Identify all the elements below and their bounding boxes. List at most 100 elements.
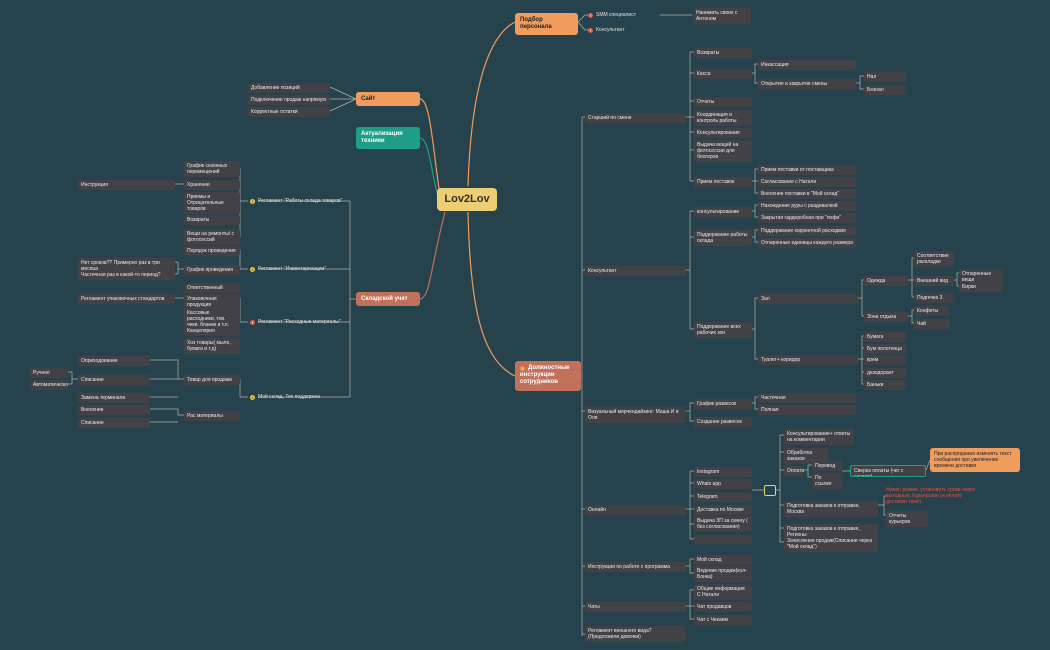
vm-sub[interactable]: Частичная: [758, 393, 856, 403]
online-right-item[interactable]: Обработка заказов: [784, 448, 828, 464]
shift-item[interactable]: Координация и контроль работы: [694, 110, 752, 126]
branch-warehouse[interactable]: Складской учет: [356, 292, 420, 306]
odezhda-item[interactable]: Соответствие раскладке: [914, 251, 954, 267]
branch-equipment[interactable]: Актуализация техники: [356, 127, 420, 149]
site-item[interactable]: Добавление позиций: [248, 83, 330, 93]
cons-b-item[interactable]: Поддержание корректной расходкие: [758, 226, 856, 236]
manual-item[interactable]: Автоматическое: [30, 380, 68, 390]
warehouse-reg1[interactable]: !Регламент "Работы склада товаров": [250, 197, 350, 205]
duties-programs[interactable]: Инструкции по работе с программа: [585, 562, 686, 572]
reg3-sub[interactable]: Регламент упаковочных стандартов: [78, 294, 175, 304]
cash-item[interactable]: Инкассация: [758, 60, 856, 70]
shift-item[interactable]: Выдача вещей на фотосессии для блогеров: [694, 140, 752, 162]
toilet-item[interactable]: Бумага: [864, 332, 906, 342]
vid-item[interactable]: Бирки: [959, 282, 1003, 292]
reg3-item[interactable]: Кассовые расходники, тов. чеки, бланки и…: [184, 308, 240, 330]
toilet-item[interactable]: Баньки: [864, 380, 906, 390]
toilet-item[interactable]: Бум полотенца: [864, 344, 906, 354]
online-warning[interactable]: Нужен режим, установить сроки через выхо…: [886, 487, 976, 505]
online-item[interactable]: Instagram: [694, 467, 752, 477]
central-topic[interactable]: Lov2Lov: [437, 188, 497, 211]
duties-consultant[interactable]: Консультант: [585, 266, 686, 276]
vm-sub[interactable]: Полная: [758, 405, 856, 415]
online-group-bracket[interactable]: [764, 485, 776, 496]
shift-item[interactable]: Касса: [694, 69, 752, 79]
cons-zal[interactable]: Зал: [758, 294, 858, 304]
odezhda-item[interactable]: Подгечка 3: [914, 293, 954, 303]
duties-chats[interactable]: Чаты: [585, 602, 686, 612]
reg2-item[interactable]: График проведения: [184, 265, 240, 275]
cons-b-item[interactable]: Отпаренные единицы каждого размера: [758, 238, 856, 248]
online-item[interactable]: [694, 535, 752, 544]
online-right-item[interactable]: Оплата: [784, 466, 804, 476]
rest-item[interactable]: Чай: [914, 319, 950, 329]
goods-item[interactable]: Списание: [78, 375, 150, 385]
odezhda-item[interactable]: Внешний вид: [914, 276, 954, 286]
shift-item[interactable]: Отчеты: [694, 97, 752, 107]
programs-item[interactable]: Ведение продаж(кол-Бонка): [694, 566, 752, 582]
toilet-item[interactable]: дезодорант: [864, 368, 906, 378]
cons-a-item[interactable]: Нахождение руры с раздевалкой: [758, 201, 856, 211]
programs-item[interactable]: Мой склад: [694, 555, 752, 565]
materials-item[interactable]: Внесение: [78, 405, 150, 415]
pay-item[interactable]: По ссылке: [812, 473, 842, 489]
supply-item[interactable]: Прием поставки от поставщика: [758, 165, 856, 175]
online-item[interactable]: Выдача ЗП за смену ( без согласования): [694, 516, 752, 532]
reg2-sub[interactable]: Частичная раз в какой-то период?: [78, 270, 175, 280]
online-right-item[interactable]: Консультирование+ ответы на комментарии: [784, 429, 854, 445]
branch-site[interactable]: Сайт: [356, 92, 420, 106]
reg3-item[interactable]: Хоз товары( мыло, бумага и т.д): [184, 338, 240, 354]
cons-a-item[interactable]: Закрытая гардеробная при "пофи": [758, 213, 856, 223]
cons-a[interactable]: консультирование: [694, 207, 752, 217]
online-item[interactable]: Доставка по Москве: [694, 505, 752, 515]
toilet-item[interactable]: крем: [864, 355, 906, 365]
site-item[interactable]: Корректные остатки: [248, 107, 330, 117]
reg1-item[interactable]: Приемы и Отрицательные товаров: [184, 192, 240, 214]
shift-item[interactable]: Прием поставок: [694, 177, 752, 187]
cons-toilet[interactable]: Туалет+ коридор: [758, 355, 858, 365]
vid-item[interactable]: Отпаренные вещи: [959, 269, 1003, 285]
reg1-item[interactable]: График сезонных перемещений: [184, 161, 240, 177]
chats-item[interactable]: Чат с Чекаем: [694, 615, 752, 625]
reg2-item[interactable]: Ответственный: [184, 283, 240, 293]
cons-rest[interactable]: Зона отдыха: [864, 312, 908, 322]
cash-item[interactable]: Открытие и закрытие смены: [758, 79, 856, 89]
reg3-item[interactable]: Упаковочная продукция: [184, 294, 240, 310]
reg1-item[interactable]: Хранение: [184, 180, 240, 190]
goods-node[interactable]: Товар для продажи: [184, 375, 240, 385]
cons-b[interactable]: Поддержание работы склада: [694, 230, 752, 246]
chats-item[interactable]: Общие информация С Натали: [694, 584, 752, 600]
reg2-item[interactable]: Порядок проведения: [184, 246, 240, 256]
shift-item[interactable]: Консультирование: [694, 128, 752, 138]
pay-item[interactable]: Перевод: [812, 461, 842, 471]
shift-item[interactable]: Возвраты: [694, 48, 752, 58]
cons-c[interactable]: Поддержание всех рабочих зон: [694, 322, 752, 338]
online-item[interactable]: Whats app: [694, 479, 752, 489]
online-right-item[interactable]: Зачисление продаж(Списание через "Мой ск…: [784, 536, 878, 552]
chats-item[interactable]: Чат продавцов: [694, 602, 752, 612]
online-item[interactable]: Telegram: [694, 492, 752, 502]
warehouse-reg2[interactable]: !Регламент "Инвентаризации": [250, 265, 350, 273]
online-check[interactable]: Сверка оплаты (чег с чеками): [850, 465, 926, 477]
hiring-consultant[interactable]: !Консультант: [588, 26, 660, 34]
duties-shift[interactable]: Старший по смене: [585, 113, 686, 123]
supply-item[interactable]: Согласование с Натали: [758, 177, 856, 187]
online-note[interactable]: При распродажах изменять текст сообщения…: [930, 448, 1020, 472]
supply-item[interactable]: Внесение поставки в "Мой склад": [758, 189, 856, 199]
online-courier[interactable]: Отчеты курьеров: [886, 511, 928, 527]
duties-online[interactable]: Онлайн: [585, 505, 686, 515]
duties-vm[interactable]: Визуальный мерчендайзинг: Маша И и Оля: [585, 407, 686, 423]
cons-odezhda[interactable]: Одежда: [864, 276, 908, 286]
materials-node[interactable]: Рас материалы: [184, 411, 240, 421]
vm-item[interactable]: Создание развесок: [694, 417, 752, 427]
rest-item[interactable]: Конфеты: [914, 306, 950, 316]
warehouse-reg3[interactable]: !Регламент "Расходные материалы": [250, 318, 350, 326]
hiring-smm[interactable]: !SMM специалист: [588, 11, 660, 19]
hiring-smm-child[interactable]: Нанимать своих с Антоном: [693, 8, 751, 24]
warehouse-reg4[interactable]: !Мой склад, Тех поддержка: [250, 393, 350, 401]
reg1-item[interactable]: Вещи на ремонты/ с фотосессий: [184, 229, 240, 245]
site-item[interactable]: Подключение продаж напрямую: [248, 95, 330, 105]
reg1-item[interactable]: Возвраты: [184, 215, 240, 225]
vm-item[interactable]: График развесок: [694, 399, 752, 409]
